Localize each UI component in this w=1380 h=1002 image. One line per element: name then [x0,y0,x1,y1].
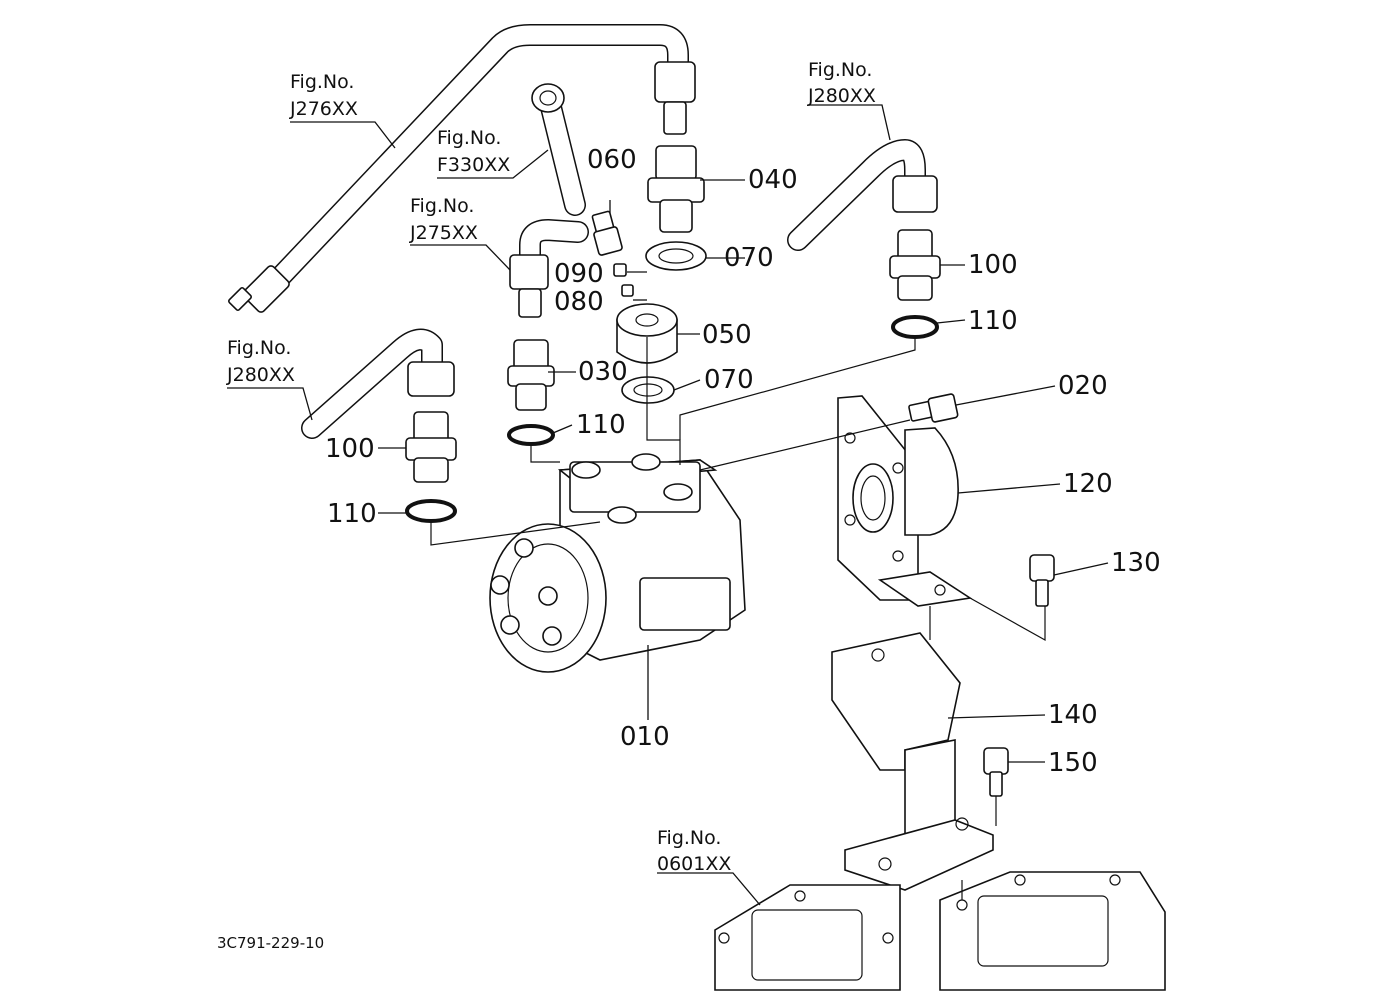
part-140-stay [831,632,994,891]
part-110-oring-mid [507,424,555,446]
callout-130: 130 [1111,548,1161,578]
fig-ref-code: F330XX [437,154,510,176]
callout-020: 020 [1058,371,1108,401]
fig-ref-prefix: Fig.No. [410,195,474,217]
callout-140: 140 [1048,700,1098,730]
callout-010: 010 [620,722,670,752]
frame-0601 [714,871,1166,991]
drawing-code: 3C791-229-10 [217,934,324,952]
part-110-oring-right [891,315,939,339]
part-110-oring-left [405,499,457,523]
callout-080: 080 [554,287,604,317]
pipe-j275 [509,219,589,318]
leader-lines [227,104,1109,906]
fig-ref-prefix: Fig.No. [808,59,872,81]
fig-ref-j280-right: Fig.No. J280XX [807,59,876,107]
part-060-nipple [591,210,623,256]
fig-ref-j280-left: Fig.No. J280XX [226,337,295,386]
callout-060: 060 [587,145,637,175]
callout-050: 050 [702,320,752,350]
fig-ref-code: 0601XX [657,853,731,875]
part-150-bolt [983,747,1009,797]
pipe-j280-right [787,139,938,251]
callout-110-left: 110 [327,499,377,529]
fig-ref-prefix: Fig.No. [227,337,291,359]
fig-ref-code: J280XX [226,364,295,386]
part-070-washer-lower [621,376,675,404]
part-080-spring [621,284,634,297]
fig-ref-prefix: Fig.No. [657,827,721,849]
fig-ref-code: J280XX [807,85,876,107]
callout-070-lower: 070 [704,365,754,395]
part-010-steering-unit [489,453,746,673]
fig-ref-0601: Fig.No. 0601XX [657,827,731,875]
part-020-bolt [908,393,959,423]
part-130-bolt [1029,554,1055,607]
part-030-fitting [507,339,555,411]
fig-ref-j276: Fig.No. J276XX [289,71,358,120]
part-050-block [616,303,678,364]
callout-070-upper: 070 [724,243,774,273]
callout-120: 120 [1063,469,1113,499]
pipe-j280-left [301,328,455,439]
fig-ref-prefix: Fig.No. [437,127,501,149]
fig-ref-code: J275XX [409,222,478,244]
fig-ref-prefix: Fig.No. [290,71,354,93]
fig-ref-code: J276XX [289,98,358,120]
part-090-ball [613,263,627,277]
callout-090: 090 [554,259,604,289]
fig-ref-f330: Fig.No. F330XX [437,127,510,176]
part-100-adapter-left [405,411,457,483]
pipe-j276 [228,24,696,313]
part-120-bracket [837,395,973,607]
callout-100-right: 100 [968,250,1018,280]
callout-040: 040 [748,165,798,195]
part-100-adapter-right [889,229,941,301]
fig-ref-j275: Fig.No. J275XX [409,195,478,244]
pipe-f330 [531,83,586,216]
part-040-fitting [647,145,705,233]
part-070-washer-upper [645,241,707,271]
callout-150: 150 [1048,748,1098,778]
callout-100-left: 100 [325,434,375,464]
callout-110-mid: 110 [576,410,626,440]
callout-110-right: 110 [968,306,1018,336]
callout-030: 030 [578,357,628,387]
